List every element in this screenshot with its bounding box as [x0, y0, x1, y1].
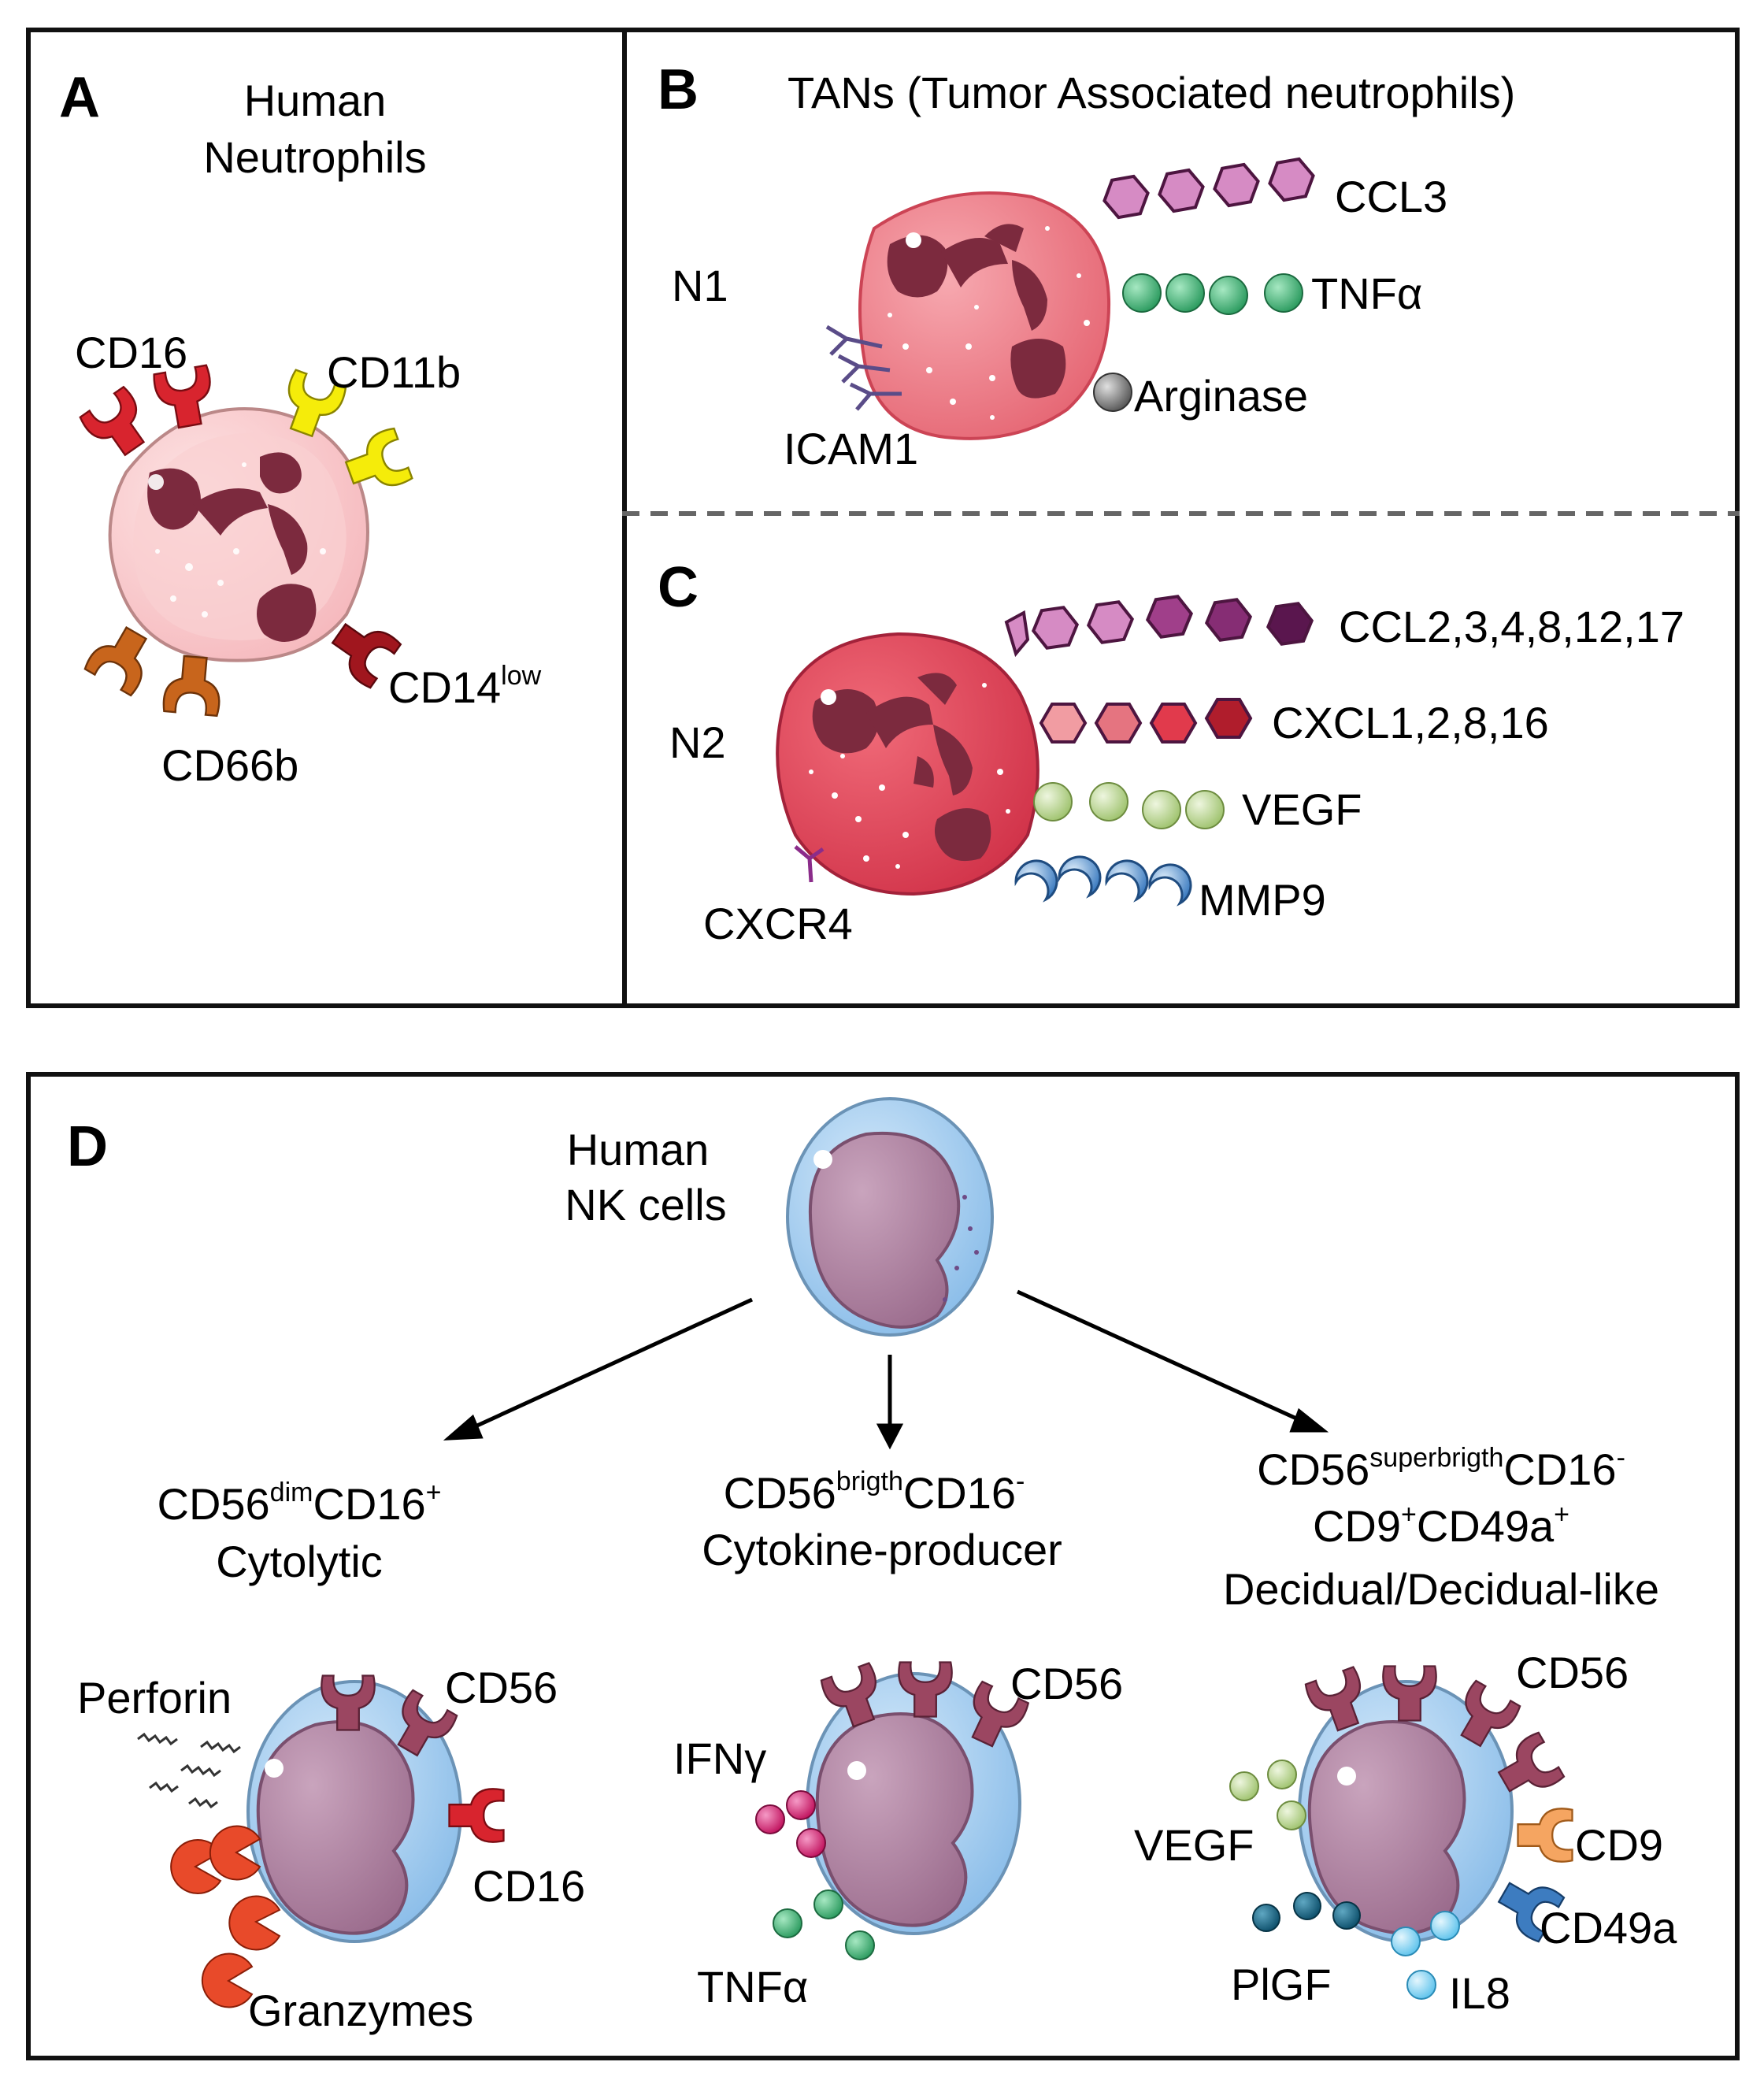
branch3-cd16-sup: - — [1616, 1443, 1625, 1473]
branch2-phenotype: CD56brigthCD16- — [654, 1468, 1095, 1518]
label-cd16: CD16 — [75, 328, 188, 377]
branch2-function: Cytokine-producer — [702, 1525, 1062, 1574]
branch2-cd16: CD16 — [902, 1468, 1017, 1518]
label-ifng: IFNγ — [673, 1734, 767, 1783]
cxcr4-receptor — [794, 845, 825, 883]
vegf-spheres-nk — [1229, 1760, 1306, 1830]
panel-b-letter: B — [658, 58, 699, 121]
label-ccl3: CCL3 — [1335, 172, 1448, 221]
plgf-spheres — [1252, 1892, 1361, 1932]
vegf-spheres-n2 — [1033, 782, 1225, 829]
branch2-cd56-sup: brigth — [836, 1467, 903, 1496]
branch2-cd56: CD56 — [723, 1468, 836, 1518]
cxcl-hexagons — [1040, 698, 1252, 744]
neutrophil-cell — [108, 407, 369, 662]
label-vegf-nk: VEGF — [1134, 1820, 1254, 1870]
panel-d-title-line2: NK cells — [565, 1180, 727, 1229]
ccl3-hexagons — [1099, 155, 1318, 221]
branch3-cd49a: CD49a — [1416, 1501, 1555, 1551]
branch3-cd56-sup: superbrigth — [1369, 1443, 1504, 1473]
perforin-waves — [137, 1732, 241, 1809]
label-icam1: ICAM1 — [784, 424, 919, 473]
label-tnfa-n1: TNFα — [1311, 269, 1423, 318]
label-mmp9: MMP9 — [1199, 875, 1326, 925]
label-arginase: Arginase — [1134, 371, 1309, 421]
label-cd11b: CD11b — [327, 347, 461, 397]
branch1-cd56-sup: dim — [269, 1478, 313, 1507]
n1-cell — [858, 191, 1111, 440]
label-ccl-n2: CCL2,3,4,8,12,17 — [1339, 602, 1684, 651]
cd9-receptor — [1517, 1808, 1573, 1863]
branch3-cd49a-sup: + — [1554, 1500, 1570, 1530]
label-granzymes: Granzymes — [248, 1986, 474, 2035]
branch3-cd56: CD56 — [1257, 1444, 1370, 1494]
label-tnfa-nk: TNFα — [697, 1962, 809, 2012]
panel-d-frame — [26, 1072, 1740, 2060]
panel-d-letter: D — [67, 1115, 108, 1178]
branch1-function: Cytolytic — [216, 1537, 383, 1586]
nk-cell-cytokine — [806, 1672, 1021, 1935]
panel-d-title-line1: Human — [566, 1125, 710, 1174]
label-cxcr4: CXCR4 — [703, 899, 853, 948]
label-cd9: CD9 — [1575, 1820, 1664, 1870]
label-il8: IL8 — [1449, 1968, 1510, 2018]
panel-bc-frame — [622, 28, 1740, 1008]
branch3-cd9-sup: + — [1400, 1500, 1417, 1530]
branch3-cd9: CD9 — [1312, 1501, 1401, 1551]
label-cxcl: CXCL1,2,8,16 — [1272, 698, 1549, 747]
il8-spheres — [1391, 1911, 1460, 2000]
nk-cell-decidual — [1298, 1680, 1514, 1943]
panel-a-title-line2: Neutrophils — [203, 132, 427, 182]
label-n2: N2 — [669, 718, 726, 767]
tnfa-spheres-nk — [773, 1889, 875, 1960]
branch3-cd16: CD16 — [1503, 1444, 1617, 1494]
granzyme-pacmen — [170, 1825, 281, 2008]
branch-arrows — [443, 1289, 1329, 1450]
branch3-function: Decidual/Decidual-like — [1222, 1564, 1660, 1614]
n2-cell — [776, 632, 1040, 896]
branch1-phenotype: CD56dimCD16+ — [110, 1479, 488, 1529]
branch1-cd56: CD56 — [157, 1479, 270, 1529]
label-cd56-cytolytic: CD56 — [445, 1663, 558, 1712]
panel-a-letter: A — [59, 66, 100, 129]
label-cd56-cytokine: CD56 — [1010, 1659, 1124, 1708]
panel-c-letter: C — [658, 556, 699, 619]
icam1-receptors — [825, 324, 902, 411]
tnfa-spheres-n1 — [1122, 273, 1303, 315]
arginase-sphere — [1093, 373, 1132, 412]
branch1-cd16-sup: + — [425, 1478, 442, 1507]
branch2-cd16-sup: - — [1016, 1467, 1025, 1496]
panel-b-title: TANs (Tumor Associated neutrophils) — [788, 68, 1516, 117]
label-cd16-cytolytic: CD16 — [472, 1861, 586, 1911]
mmp9-crescents — [1014, 855, 1192, 907]
nk-cell-top — [786, 1097, 994, 1337]
label-vegf-n2: VEGF — [1242, 784, 1362, 834]
label-perforin: Perforin — [77, 1673, 232, 1723]
label-plgf: PlGF — [1231, 1960, 1332, 2009]
ifng-spheres — [755, 1790, 826, 1858]
label-cd56-decidual: CD56 — [1516, 1648, 1629, 1697]
branch3-phenotype-line1: CD56superbrigthCD16- — [1181, 1444, 1701, 1492]
label-cd49a: CD49a — [1540, 1903, 1677, 1952]
label-cd14: CD14low — [388, 662, 541, 710]
ccl-hexagons-n2 — [1004, 593, 1317, 658]
label-cd14-base: CD14 — [388, 662, 502, 712]
branch1-cd16: CD16 — [313, 1479, 426, 1529]
branch3-phenotype-line2: CD9+CD49a+ — [1181, 1501, 1701, 1551]
label-cd66b: CD66b — [161, 740, 299, 790]
label-cd14-sup: low — [501, 661, 542, 691]
panel-a-title-line1: Human — [243, 76, 387, 125]
label-n1: N1 — [672, 261, 728, 310]
